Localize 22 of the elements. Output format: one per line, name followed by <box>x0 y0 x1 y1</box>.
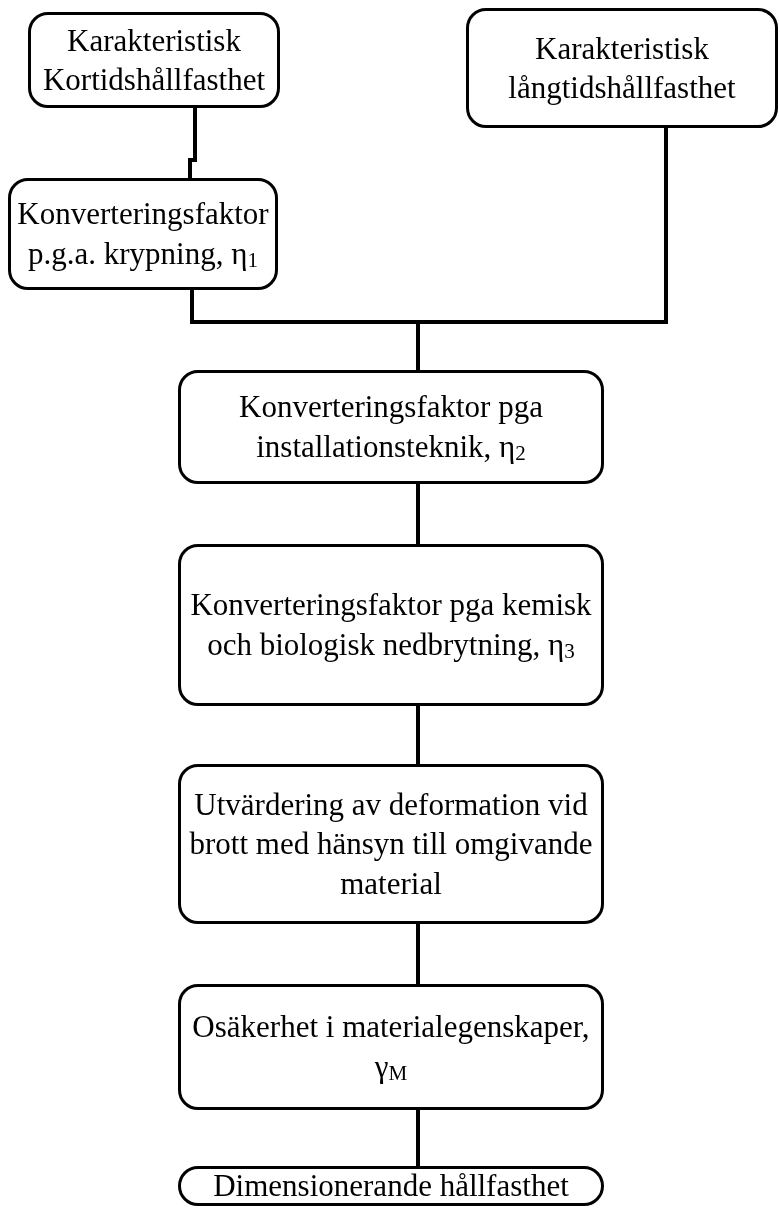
box-label: Konverteringsfaktor p.g.a. krypning, η$_{1}$ <box>17 195 269 274</box>
box-label: Karakteristisk långtidshållfasthet <box>507 29 737 107</box>
process-box <box>178 764 604 924</box>
box-label: Konverteringsfaktor pga kemisk och biologisk nedbrytning, η$_{3}$ <box>189 586 593 665</box>
connector-line <box>416 484 420 544</box>
connector-line <box>416 924 420 984</box>
process-box <box>178 984 604 1110</box>
box-label: Karakteristisk Kortidshållfasthet <box>41 21 267 99</box>
process-box <box>28 12 280 108</box>
box-label: Osäkerhet i materialegenskaper, γ$_{M}$ <box>191 1008 591 1087</box>
process-box <box>178 370 604 484</box>
connector-line <box>416 128 668 370</box>
box-label: Utvärdering av deformation vid brott med hänsyn till omgivande material <box>189 785 593 903</box>
process-box <box>178 544 604 706</box>
connector-line <box>188 108 197 178</box>
connector-line <box>416 1110 420 1166</box>
box-label: Dimensionerande hållfasthet <box>213 1167 569 1206</box>
process-box <box>8 178 278 290</box>
connector-line <box>416 706 420 764</box>
box-label: Konverteringsfaktor pga installationsteknik, η$_{2}$ <box>238 388 544 467</box>
process-box <box>466 8 778 128</box>
process-box <box>178 1166 604 1206</box>
